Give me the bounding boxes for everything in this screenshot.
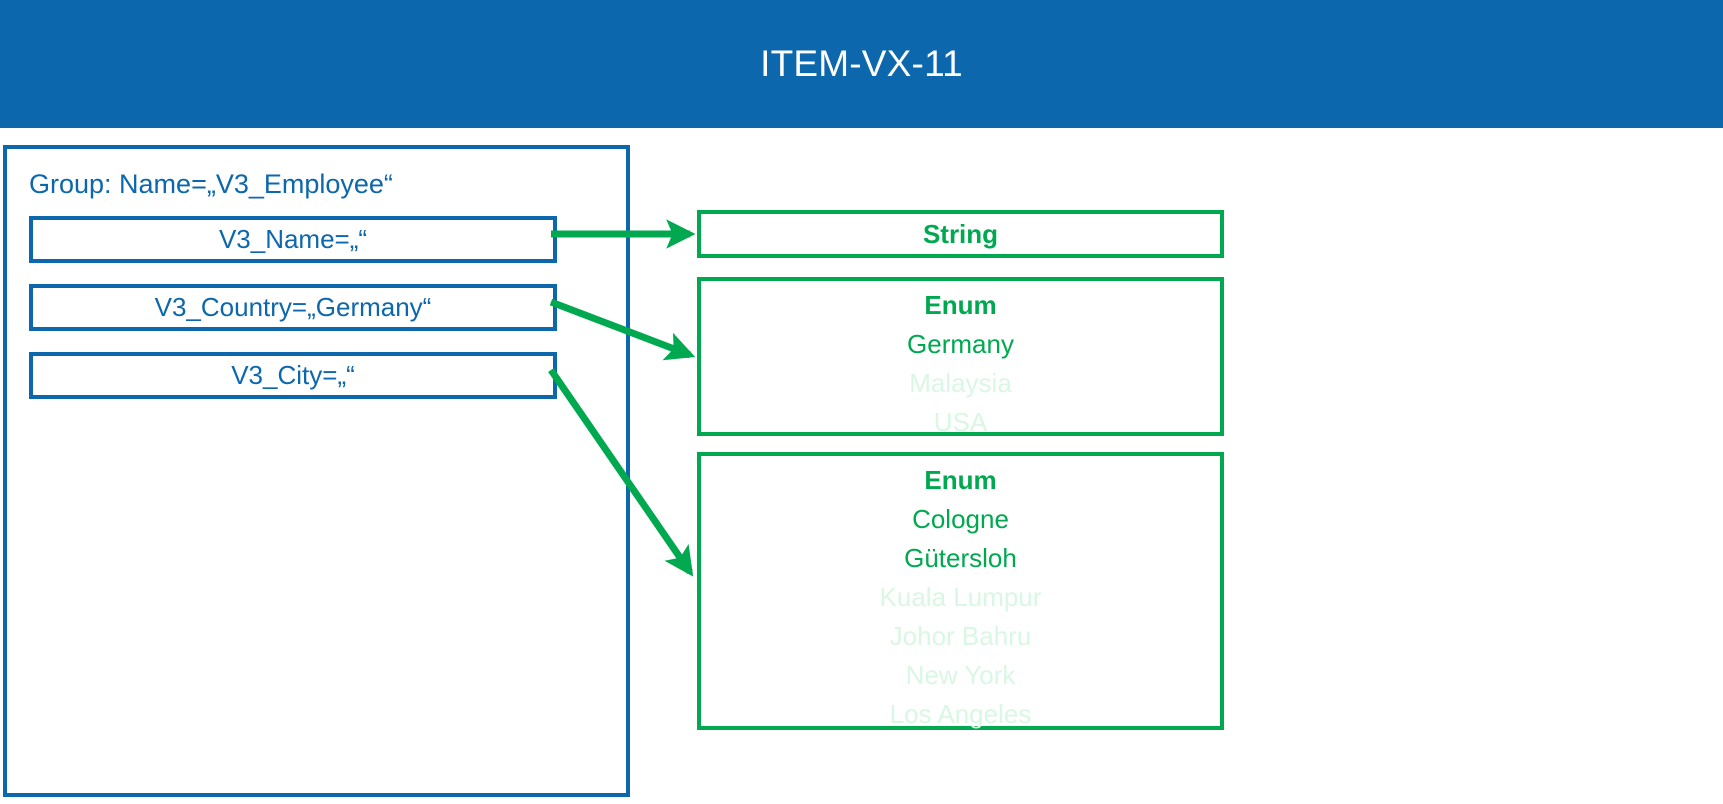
header-bar — [0, 0, 1723, 128]
enum-value[interactable]: Cologne — [912, 504, 1009, 534]
type-title: Enum — [924, 465, 997, 495]
attribute-box-country[interactable]: V3_Country=„Germany“ — [29, 284, 557, 331]
attribute-label: V3_Name=„“ — [218, 224, 368, 254]
enum-value[interactable]: Kuala Lumpur — [879, 582, 1042, 612]
attribute-box-city[interactable]: V3_City=„“ — [29, 352, 557, 399]
enum-value[interactable]: Germany — [907, 329, 1014, 359]
attribute-label: V3_Country=„Germany“ — [154, 292, 432, 322]
attribute-label: V3_City=„“ — [231, 360, 355, 390]
enum-value[interactable]: Los Angeles — [889, 699, 1032, 729]
enum-value[interactable]: Malaysia — [909, 368, 1012, 398]
enum-value[interactable]: Johor Bahru — [889, 621, 1032, 651]
group-box: Group: Name=„V3_Employee“ V3_Name=„“ V3_… — [3, 145, 630, 797]
group-label: Group: Name=„V3_Employee“ — [29, 169, 393, 199]
page-title: ITEM-VX-11 — [760, 43, 963, 84]
attribute-box-name[interactable]: V3_Name=„“ — [29, 216, 557, 263]
type-box-string: String — [697, 210, 1224, 258]
type-title: String — [922, 218, 999, 249]
enum-value[interactable]: USA — [933, 407, 988, 437]
type-box-city-enum: Enum Cologne Gütersloh Kuala Lumpur Joho… — [697, 452, 1224, 730]
enum-value[interactable]: New York — [905, 660, 1016, 690]
type-title: Enum — [924, 290, 997, 320]
type-box-country-enum: Enum Germany Malaysia USA — [697, 277, 1224, 437]
enum-value[interactable]: Gütersloh — [904, 543, 1017, 573]
